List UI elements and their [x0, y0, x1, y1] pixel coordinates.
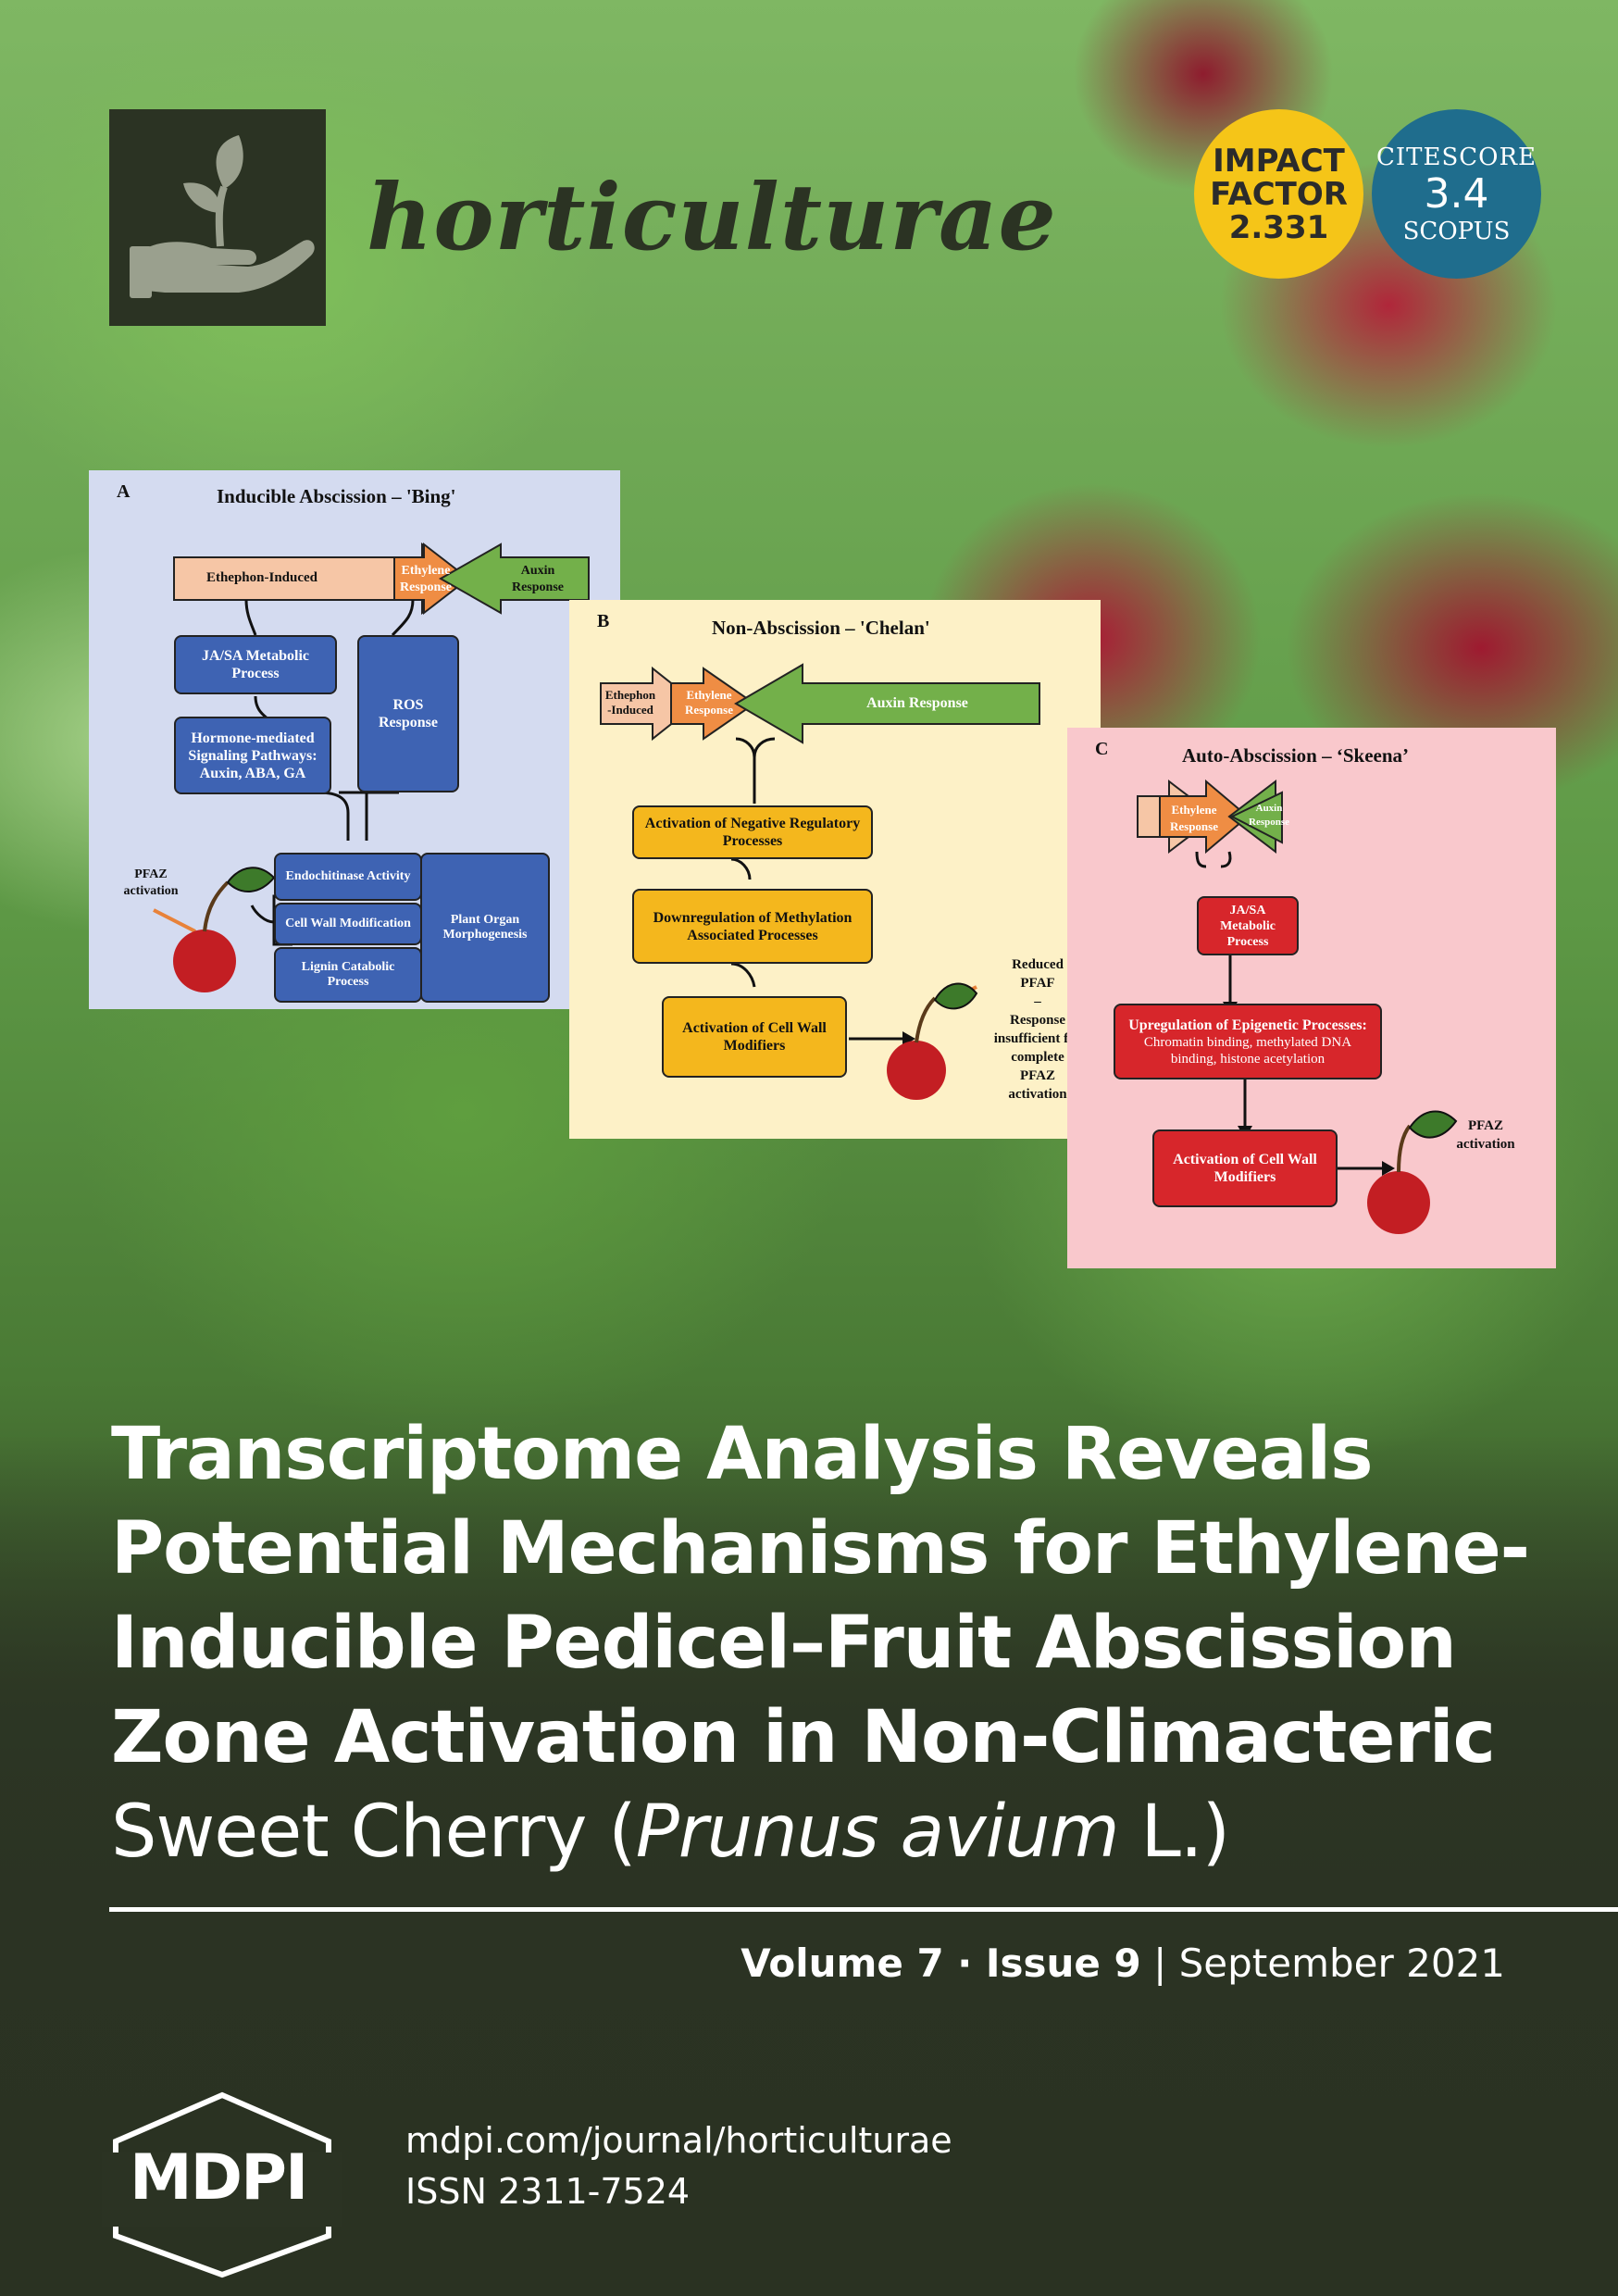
panel-c-jasa-box: JA/SA Metabolic Process [1197, 896, 1299, 955]
journal-logo [109, 109, 326, 326]
title-line-4: Zone Activation in Non-Climacteric [111, 1696, 1496, 1779]
reduced-line-2: PFAF [1020, 976, 1055, 991]
panel-b-reduced-note: Reduced PFAF – Response insufficient for… [982, 955, 1093, 1104]
impact-factor-badge: IMPACT FACTOR 2.331 [1194, 109, 1363, 279]
panel-a-ros-box: ROS Response [357, 635, 459, 792]
volume-separator: · [943, 1940, 986, 1986]
panel-b-cellwall-box: Activation of Cell Wall Modifiers [662, 996, 847, 1078]
title-line-1: Transcriptome Analysis Reveals [111, 1413, 1374, 1496]
panel-b-letter: B [597, 611, 610, 631]
journal-name: horticulturae [367, 165, 1057, 271]
panel-b-ethylene: Ethylene Response [684, 688, 733, 717]
citescore-value: 3.4 [1424, 169, 1489, 218]
impact-factor-value: 2.331 [1228, 208, 1329, 246]
issue-info: Volume 7 · Issue 9 | September 2021 [741, 1940, 1505, 1986]
article-title: Transcriptome Analysis Reveals Potential… [111, 1407, 1555, 1879]
panel-b-title: Non-Abscission – 'Chelan' [712, 617, 930, 639]
title-line-3: Inducible Pedicel–Fruit Abscission [111, 1602, 1457, 1685]
cherry-icon [887, 1041, 946, 1100]
panel-a-jasa-box: JA/SA Metabolic Process [174, 635, 337, 694]
panel-a-arrows [153, 542, 590, 992]
panel-a-cellwall-box: Cell Wall Modification [274, 903, 422, 945]
reduced-line-8: activation [1008, 1087, 1067, 1102]
panel-b-negative-box: Activation of Negative Regulatory Proces… [632, 805, 873, 859]
panel-a-letter: A [117, 481, 131, 502]
hand-sprout-icon [130, 135, 315, 298]
issue-divider: | [1140, 1940, 1179, 1986]
figure-panel-c: C Auto-Abscission – ‘Skeena’ Ethylene Re… [1067, 728, 1556, 1268]
issue-date: September 2021 [1178, 1940, 1505, 1986]
panel-c-pfaz-note: PFAZ activation [1456, 1118, 1515, 1152]
panel-c-epigenetic-body: Chromatin binding, methylated DNA bindin… [1143, 1034, 1352, 1067]
panel-b-auxin: Auxin Response [866, 695, 968, 711]
figure-panel-a: A Inducible Abscission – 'Bing' Ethephon… [89, 470, 620, 1009]
volume-label: Volume 7 [741, 1940, 944, 1986]
reduced-line-3: – [1034, 994, 1041, 1009]
title-line-5-post: L.) [1118, 1791, 1230, 1874]
species-name: Prunus avium [635, 1791, 1120, 1874]
reduced-line-4: Response [1009, 1013, 1065, 1028]
cherry-icon [173, 930, 236, 992]
panel-a-auxin: Auxin Response [511, 564, 564, 594]
citescore-badge: CITESCORE 3.4 SCOPUS [1372, 109, 1541, 279]
panel-a-pfaz-note: PFAZ activation [123, 867, 179, 898]
title-line-5-pre: Sweet Cherry ( [111, 1791, 637, 1874]
panel-c-epigenetic-title: Upregulation of Epigenetic Processes: [1128, 1017, 1367, 1033]
hexagon-icon [102, 2091, 342, 2278]
impact-factor-label-2: FACTOR [1210, 175, 1348, 213]
panel-c-arrows [1137, 779, 1458, 1234]
panel-c-ethylene: Ethylene Response [1169, 803, 1218, 833]
journal-url[interactable]: mdpi.com/journal/horticulturae [405, 2120, 952, 2161]
panel-a-hormone-box: Hormone-mediated Signaling Pathways: Aux… [174, 717, 331, 794]
panel-a-title: Inducible Abscission – 'Bing' [217, 485, 456, 507]
mdpi-wordmark: MDPI [130, 2141, 308, 2215]
panel-c-cellwall-box: Activation of Cell Wall Modifiers [1152, 1129, 1338, 1207]
panel-c-title: Auto-Abscission – ‘Skeena’ [1182, 744, 1410, 767]
panel-c-epigenetic-box: Upregulation of Epigenetic Processes: Ch… [1114, 1004, 1382, 1079]
journal-issn: ISSN 2311-7524 [405, 2171, 691, 2212]
title-line-5: Sweet Cherry (Prunus avium L.) [111, 1785, 1555, 1879]
panel-a-ethylene: Ethylene Response [399, 564, 452, 594]
citescore-label: CITESCORE [1375, 143, 1537, 171]
citescore-source: SCOPUS [1402, 217, 1511, 245]
figure-panel-b: B Non-Abscission – 'Chelan' Ethephon -In… [569, 600, 1101, 1139]
reduced-line-7: PFAZ [1019, 1068, 1056, 1083]
panel-c-letter: C [1095, 739, 1109, 759]
divider-rule [109, 1907, 1618, 1912]
panel-b-ethephon: Ethephon -Induced [604, 688, 656, 717]
panel-a-lignin-box: Lignin Catabolic Process [274, 947, 422, 1003]
panel-a-endochitinase-box: Endochitinase Activity [274, 853, 422, 901]
panel-b-arrows [600, 663, 1040, 1100]
panel-c-auxin: Auxin Response [1249, 803, 1290, 828]
issue-label: Issue 9 [985, 1940, 1141, 1986]
reduced-line-1: Reduced [1012, 957, 1064, 972]
title-line-2: Potential Mechanisms for Ethylene- [111, 1507, 1530, 1591]
panel-a-ethephon: Ethephon-Induced [205, 570, 318, 585]
panel-a-plant-organ-box: Plant Organ Morphogenesis [420, 853, 550, 1003]
mdpi-logo: MDPI [102, 2088, 342, 2282]
reduced-line-6: complete [1011, 1050, 1064, 1065]
reduced-line-5: insufficient for [993, 1031, 1082, 1046]
panel-b-methylation-box: Downregulation of Methylation Associated… [632, 889, 873, 964]
impact-factor-label-1: IMPACT [1213, 142, 1345, 180]
cherry-icon [1367, 1171, 1430, 1234]
